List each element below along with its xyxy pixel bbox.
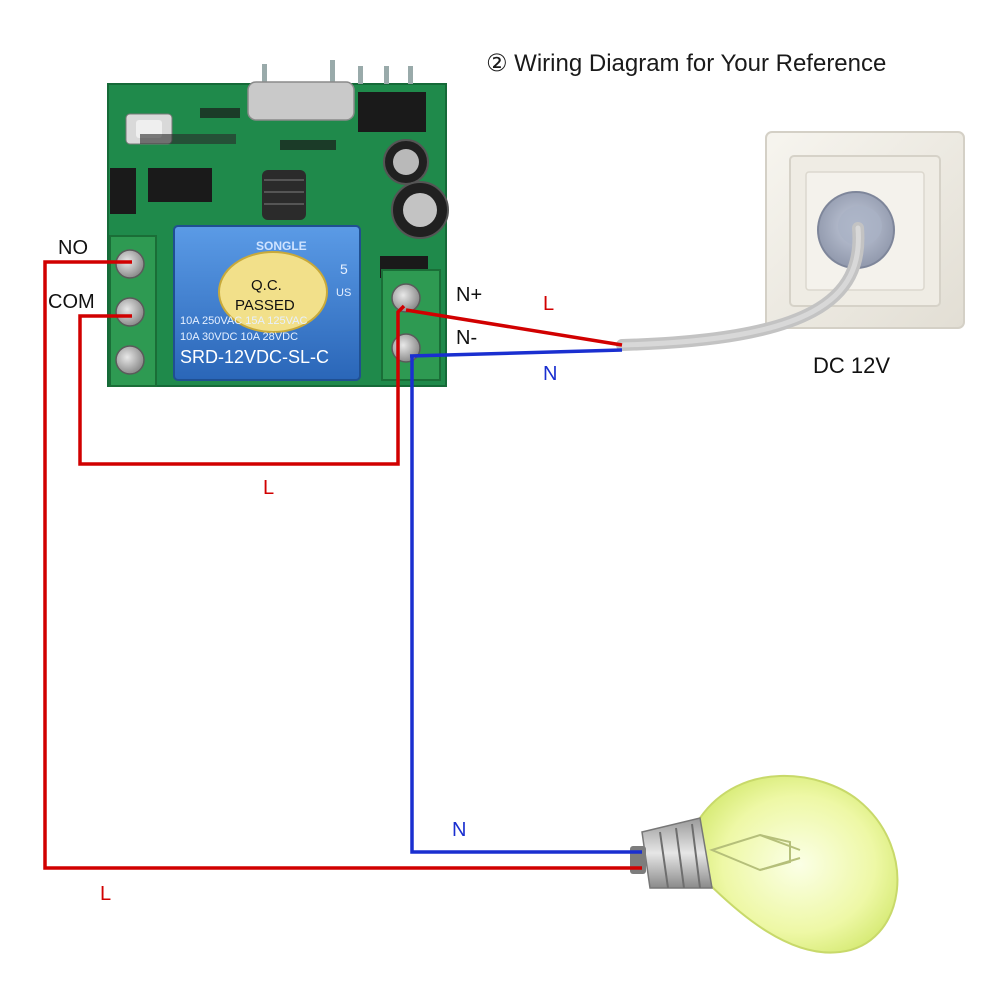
wire-label-com-loop: L bbox=[263, 477, 275, 499]
relay-spec-row-1: 10A 250VAC 15A 125VAC bbox=[180, 315, 308, 327]
screw-nc bbox=[115, 345, 145, 375]
relay-spec-row-2: 10A 30VDC 10A 28VDC bbox=[180, 331, 299, 343]
wire-supply-neutral bbox=[409, 348, 623, 358]
screw-n-minus bbox=[391, 333, 421, 363]
wire-label-supply-live: L bbox=[543, 293, 555, 315]
relay-cert-number: 5 bbox=[340, 261, 348, 277]
qc-line-1: Q.C. bbox=[251, 277, 282, 294]
left-terminal-block bbox=[109, 235, 157, 387]
qc-passed-sticker bbox=[218, 251, 328, 333]
terminal-label-n-minus: N- bbox=[456, 327, 478, 349]
diagram-title: ② Wiring Diagram for Your Reference bbox=[486, 50, 887, 77]
terminal-label-no: NO bbox=[58, 237, 88, 259]
terminal-label-com: COM bbox=[48, 291, 95, 313]
power-source-label: DC 12V bbox=[813, 353, 891, 378]
wire-com-loop bbox=[78, 304, 406, 466]
relay-brand: SONGLE bbox=[256, 239, 307, 253]
light-bulb-icon bbox=[630, 774, 899, 954]
wire-label-lamp-neutral: N bbox=[452, 819, 467, 841]
relay-block bbox=[173, 225, 361, 381]
wire-supply-live bbox=[405, 308, 623, 347]
screw-no bbox=[115, 249, 145, 279]
wire-label-supply-neutral: N bbox=[543, 363, 558, 385]
wire-lamp-live bbox=[43, 260, 642, 870]
wall-socket bbox=[765, 131, 965, 329]
screw-n-plus bbox=[391, 283, 421, 313]
qc-line-2: PASSED bbox=[235, 297, 295, 314]
relay-cert-us: US bbox=[336, 287, 352, 299]
screw-com bbox=[115, 297, 145, 327]
relay-model: SRD-12VDC-SL-C bbox=[180, 347, 330, 367]
wire-label-lamp-live: L bbox=[100, 883, 112, 905]
wire-lamp-neutral bbox=[410, 356, 642, 854]
terminal-label-n-plus: N+ bbox=[456, 284, 483, 306]
